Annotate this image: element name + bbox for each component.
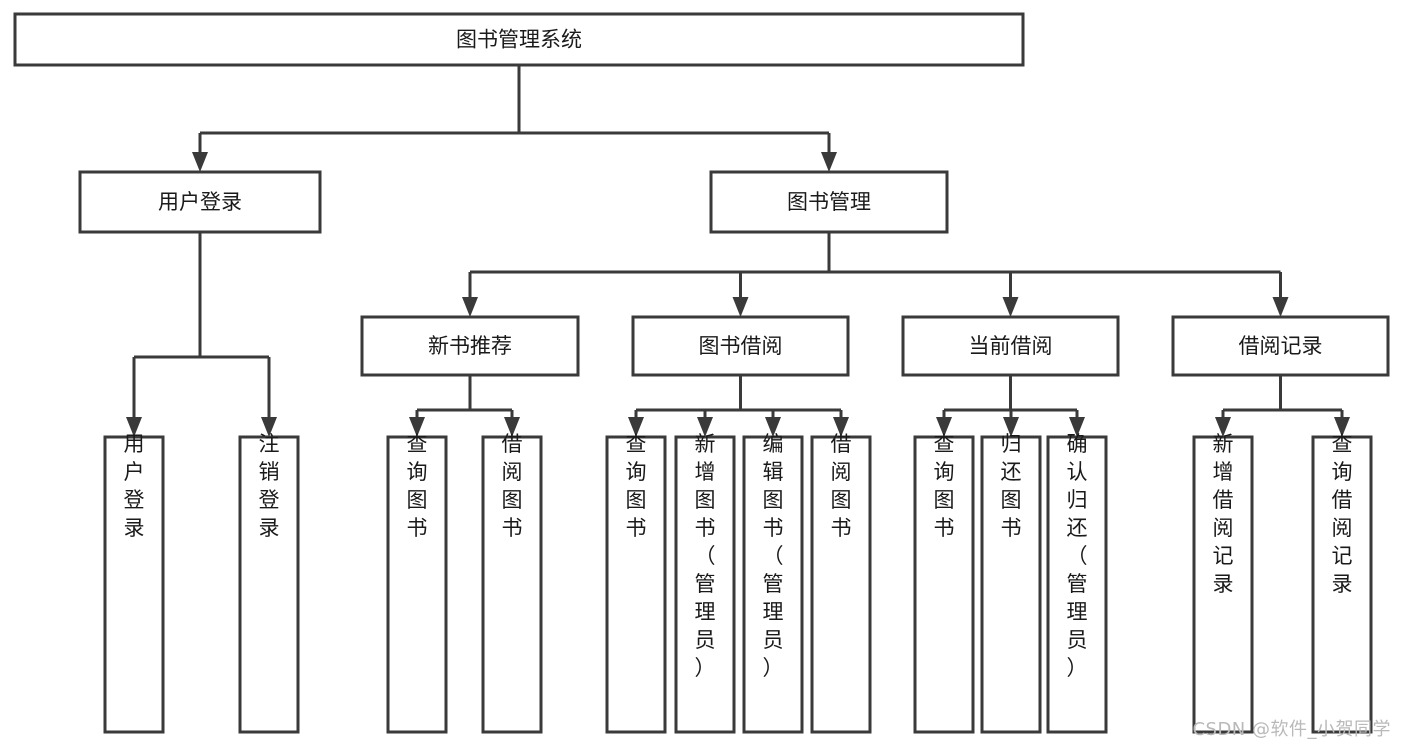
curborrow-to-leaf-arrow-0: [936, 417, 952, 437]
node-label-borrow-record: 借阅记录: [1239, 334, 1323, 358]
bookborrow-to-leaf-arrow-3: [833, 417, 849, 437]
node-box-new-book-rec[interactable]: [360, 315, 580, 377]
bookmanage-to-l3-arrow-3: [1272, 297, 1289, 317]
node-label-leaf-return-book: 归还图书: [1001, 432, 1022, 540]
node-label-leaf-borrow-book-1: 借阅图书: [502, 432, 523, 540]
node-box-layer: [13, 12, 1390, 734]
node-label-leaf-confirm-return: 确认归还（管理员）: [1067, 432, 1088, 680]
node-box-leaf-user-login[interactable]: [103, 435, 165, 734]
node-box-leaf-query-book-3[interactable]: [913, 435, 975, 734]
node-label-leaf-borrow-book-2: 借阅图书: [831, 432, 852, 540]
node-label-root: 图书管理系统: [456, 28, 582, 52]
node-label-user-login: 用户登录: [158, 190, 242, 214]
bookborrow-to-leaf-arrow-2: [765, 417, 781, 437]
node-box-leaf-edit-book[interactable]: [742, 435, 804, 734]
node-label-leaf-add-record: 新增借阅记录: [1213, 432, 1234, 596]
node-box-leaf-confirm-return[interactable]: [1046, 435, 1108, 734]
node-box-leaf-add-record[interactable]: [1192, 435, 1254, 734]
node-label-current-borrow: 当前借阅: [969, 334, 1053, 358]
node-label-leaf-user-logout: 注销登录: [259, 432, 280, 540]
node-label-leaf-user-login: 用户登录: [124, 432, 145, 540]
node-box-borrow-record[interactable]: [1171, 315, 1390, 377]
node-box-user-login[interactable]: [78, 170, 322, 234]
userlogin-to-leaf-arrow-0: [126, 417, 142, 437]
bookborrow-to-leaf-arrow-0: [628, 417, 644, 437]
node-box-root[interactable]: [13, 12, 1025, 67]
node-label-leaf-query-book-2: 查询图书: [626, 432, 647, 540]
connector-layer: [126, 65, 1350, 437]
node-label-leaf-add-book: 新增图书（管理员）: [695, 432, 716, 680]
node-box-leaf-borrow-book-1[interactable]: [481, 435, 543, 734]
borrowrec-to-leaf-arrow-0: [1215, 417, 1231, 437]
borrowrec-to-leaf-arrow-1: [1334, 417, 1350, 437]
node-box-leaf-query-book-1[interactable]: [386, 435, 448, 734]
node-box-leaf-return-book[interactable]: [980, 435, 1042, 734]
curborrow-to-leaf-arrow-1: [1003, 417, 1019, 437]
node-label-new-book-rec: 新书推荐: [428, 334, 512, 358]
node-label-leaf-query-record: 查询借阅记录: [1332, 432, 1353, 596]
newbook-to-leaf-arrow-1: [504, 417, 520, 437]
node-box-leaf-add-book[interactable]: [674, 435, 736, 734]
node-box-leaf-borrow-book-2[interactable]: [810, 435, 872, 734]
node-label-leaf-query-book-1: 查询图书: [407, 432, 428, 540]
bookmanage-to-l3-arrow-1: [732, 297, 749, 317]
node-label-leaf-edit-book: 编辑图书（管理员）: [763, 432, 784, 680]
newbook-to-leaf-arrow-0: [409, 417, 425, 437]
node-box-leaf-query-book-2[interactable]: [605, 435, 667, 734]
node-box-book-borrow[interactable]: [631, 315, 850, 377]
node-box-leaf-query-record[interactable]: [1311, 435, 1373, 734]
root-to-l2-arrow-0: [192, 152, 208, 172]
userlogin-to-leaf-arrow-1: [261, 417, 277, 437]
node-box-leaf-user-logout[interactable]: [238, 435, 300, 734]
bookborrow-to-leaf-arrow-1: [697, 417, 713, 437]
node-label-book-manage: 图书管理: [787, 190, 871, 214]
bookmanage-to-l3-arrow-2: [1002, 297, 1019, 317]
node-label-book-borrow: 图书借阅: [699, 334, 783, 358]
node-label-leaf-query-book-3: 查询图书: [934, 432, 955, 540]
root-to-l2-arrow-1: [821, 152, 837, 172]
node-label-layer: 图书管理系统用户登录图书管理新书推荐图书借阅当前借阅借阅记录用户登录注销登录查询…: [124, 28, 1353, 681]
curborrow-to-leaf-arrow-2: [1069, 417, 1085, 437]
bookmanage-to-l3-arrow-0: [462, 297, 478, 317]
node-box-book-manage[interactable]: [709, 170, 949, 234]
node-box-current-borrow[interactable]: [901, 315, 1120, 377]
